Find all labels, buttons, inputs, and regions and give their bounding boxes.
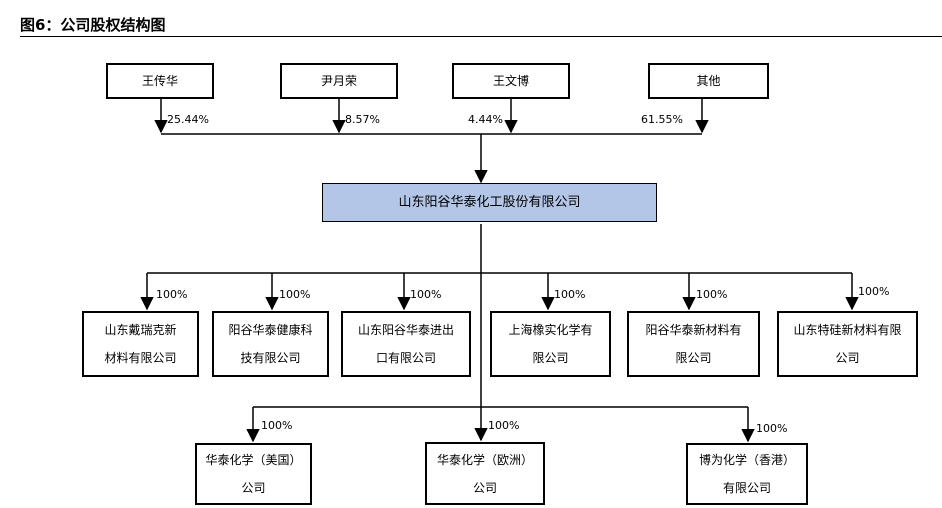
subsidiary-box-4: 上海橡实化学有 限公司 xyxy=(490,311,611,377)
overseas-box-2: 华泰化学（欧洲） 公司 xyxy=(425,442,545,505)
subsidiary-name-line2: 材料有限公司 xyxy=(104,351,177,365)
company-box: 山东阳谷华泰化工股份有限公司 xyxy=(322,183,657,222)
shareholder-pct-4: 61.55% xyxy=(641,113,683,126)
subsidiary-name-line2: 限公司 xyxy=(532,351,569,365)
subsidiary-name-line1: 阳谷华泰健康科 xyxy=(228,323,313,337)
shareholder-pct-2: 8.57% xyxy=(345,113,380,126)
shareholder-name: 王传华 xyxy=(141,74,178,88)
overseas-name-line1: 华泰化学（欧洲） xyxy=(436,452,533,467)
subsidiary-name-line1: 山东阳谷华泰进出 xyxy=(357,323,454,337)
subsidiary-box-1: 山东戴瑞克新 材料有限公司 xyxy=(82,311,199,377)
overseas-pct-3: 100% xyxy=(756,422,788,435)
sub-pct-5: 100% xyxy=(696,288,728,301)
shareholder-name: 王文博 xyxy=(492,74,529,88)
overseas-name-line2: 有限公司 xyxy=(722,481,771,495)
title-rule xyxy=(20,36,942,37)
overseas-name-line1: 博为化学（香港） xyxy=(698,453,795,467)
overseas-name-line2: 公司 xyxy=(241,481,266,495)
subsidiary-name-line2: 技有限公司 xyxy=(240,351,301,365)
subsidiary-box-3: 山东阳谷华泰进出 口有限公司 xyxy=(341,311,471,377)
subsidiary-name-line1: 上海橡实化学有 xyxy=(508,323,593,337)
subsidiary-box-6: 山东特硅新材料有限 公司 xyxy=(777,311,918,377)
subsidiary-name-line1: 山东特硅新材料有限 xyxy=(793,323,902,337)
shareholder-pct-1: 25.44% xyxy=(167,113,209,126)
subsidiary-name-line2: 公司 xyxy=(835,351,860,365)
shareholder-box-3: 王文博 xyxy=(452,63,570,99)
overseas-name-line2: 公司 xyxy=(472,480,497,495)
subsidiary-name-line2: 限公司 xyxy=(675,351,712,365)
shareholder-box-1: 王传华 xyxy=(106,63,214,99)
subsidiary-name-line2: 口有限公司 xyxy=(375,351,436,365)
subsidiary-name-line1: 山东戴瑞克新 xyxy=(104,323,177,337)
shareholder-box-2: 尹月荣 xyxy=(280,63,398,99)
sub-pct-3: 100% xyxy=(410,288,442,301)
shareholder-pct-3: 4.44% xyxy=(468,113,503,126)
overseas-pct-1: 100% xyxy=(261,419,293,432)
sub-pct-4: 100% xyxy=(554,288,586,301)
subsidiary-name-line1: 阳谷华泰新材料有 xyxy=(645,323,742,337)
subsidiary-box-5: 阳谷华泰新材料有 限公司 xyxy=(627,311,760,377)
overseas-box-1: 华泰化学（美国） 公司 xyxy=(195,443,312,505)
shareholder-box-4: 其他 xyxy=(648,63,769,99)
company-name: 山东阳谷华泰化工股份有限公司 xyxy=(398,194,581,210)
sub-pct-6: 100% xyxy=(858,285,890,298)
overseas-pct-2: 100% xyxy=(488,419,520,432)
overseas-box-3: 博为化学（香港） 有限公司 xyxy=(686,443,808,505)
shareholder-name: 其他 xyxy=(696,74,721,88)
figure-title: 图6：公司股权结构图 xyxy=(20,16,166,34)
sub-pct-1: 100% xyxy=(156,288,188,301)
shareholder-name: 尹月荣 xyxy=(320,74,357,88)
overseas-name-line1: 华泰化学（美国） xyxy=(205,453,302,467)
subsidiary-box-2: 阳谷华泰健康科 技有限公司 xyxy=(212,311,329,377)
sub-pct-2: 100% xyxy=(279,288,311,301)
